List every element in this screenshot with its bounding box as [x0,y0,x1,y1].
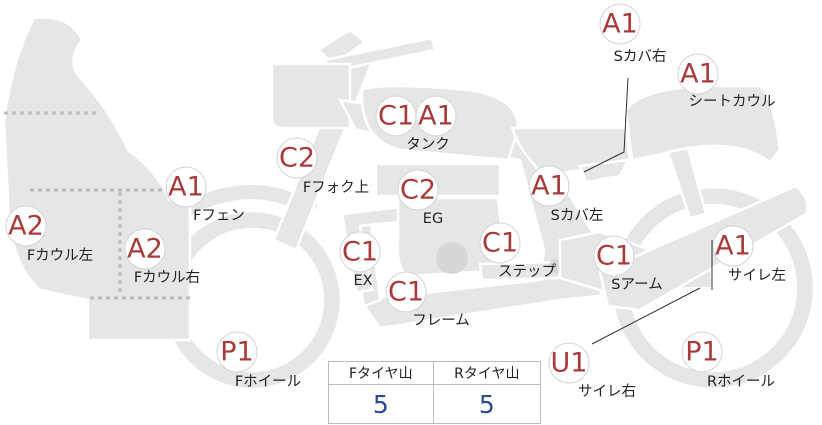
grade-step: C1 [482,228,518,259]
badge-tank-1[interactable]: C1 [375,95,417,137]
side-cover-right-shape[interactable] [578,158,631,184]
rear-shock-shape[interactable] [666,146,708,220]
badge-step[interactable]: C1 [479,222,521,264]
badge-seat-cowl[interactable]: A1 [677,53,719,95]
grade-exhaust: C1 [342,237,378,268]
badge-swingarm[interactable]: C1 [593,235,635,277]
label-step: ステップ [498,263,556,280]
badge-f-cowl-right[interactable]: A2 [124,228,166,270]
badge-f-cowl-left[interactable]: A2 [5,205,47,247]
meter-shape[interactable] [270,62,352,130]
grade-front-fork: C2 [279,143,315,174]
badge-exhaust[interactable]: C1 [339,231,381,273]
label-rear-wheel: Rホイール [707,374,775,390]
value-rear-tire: 5 [432,384,542,424]
grade-rear-wheel: P1 [685,337,718,368]
label-s-cover-left: Sカバ左 [551,207,604,224]
grade-front-wheel: P1 [220,337,253,368]
grade-front-fender: A1 [168,172,204,203]
engine-cover [436,242,468,274]
leader-silencer-right [591,287,701,345]
tire-tread-table: Fタイヤ山 Rタイヤ山 5 5 [328,361,542,424]
badge-front-wheel[interactable]: P1 [216,331,258,373]
grade-seat-cowl: A1 [680,59,716,90]
label-tank: タンク [406,136,450,153]
label-front-fork: Fフォク上 [303,179,369,196]
label-f-cowl-left: Fカウル左 [27,247,93,264]
badge-engine[interactable]: C2 [397,169,439,211]
label-f-cowl-right: Fカウル右 [134,269,200,286]
badge-rear-wheel[interactable]: P1 [681,331,723,373]
label-s-cover-right: Sカバ右 [614,48,667,65]
front-fender-shape[interactable] [166,182,322,226]
header-rear-tire: Rタイヤ山 [432,361,542,385]
grade-s-cover-right: A1 [602,9,638,40]
silencer-shape[interactable] [598,184,809,312]
badge-s-cover-left[interactable]: A1 [528,165,570,207]
label-seat-cowl: シートカウル [689,93,776,110]
grade-s-cover-left: A1 [531,171,567,202]
badge-front-fender[interactable]: A1 [165,166,207,208]
badge-front-fork[interactable]: C2 [276,137,318,179]
engine-shape[interactable] [396,196,508,278]
badge-silencer-right[interactable]: U1 [548,342,590,384]
grade-f-cowl-right: A2 [127,234,163,265]
value-front-tire: 5 [328,384,434,424]
badge-frame[interactable]: C1 [385,271,427,313]
seat-cowl-shape[interactable] [624,84,782,164]
grade-silencer-right: U1 [551,348,588,379]
label-front-fender: Fフェン [193,208,245,224]
label-engine: EG [423,211,443,227]
grade-frame: C1 [388,277,424,308]
grade-engine: C2 [400,175,436,206]
label-silencer-left: サイレ左 [728,267,786,284]
grade-silencer-left: A1 [715,231,751,262]
label-front-wheel: Fホイール [235,374,301,390]
grade-tank-1: C1 [378,101,414,132]
label-swingarm: Sアーム [611,277,662,293]
grade-swingarm: C1 [596,241,632,272]
label-frame: フレーム [412,313,470,329]
header-front-tire: Fタイヤ山 [328,361,434,385]
badge-tank-2[interactable]: A1 [415,95,457,137]
label-exhaust: EX [353,273,372,289]
front-cowl-shape[interactable] [2,16,192,342]
badge-silencer-left[interactable]: A1 [712,225,754,267]
label-silencer-right: サイレ右 [578,383,636,400]
leader-s-cover-right [583,77,629,173]
grade-tank-2: A1 [418,101,454,132]
grade-f-cowl-left: A2 [8,211,44,242]
badge-s-cover-right[interactable]: A1 [599,3,641,45]
